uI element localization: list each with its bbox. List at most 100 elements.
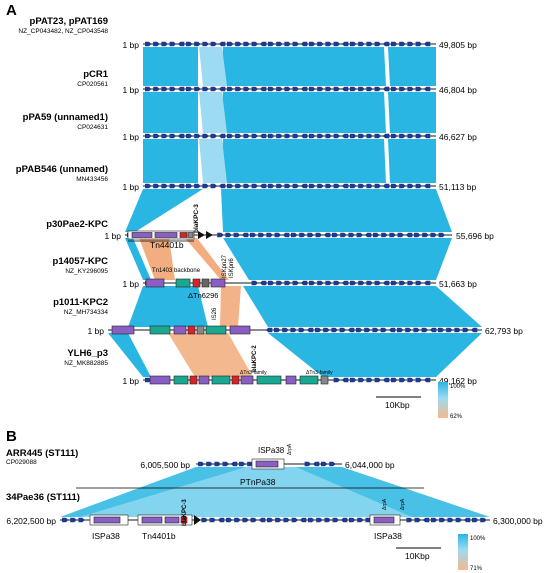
iskpn27-gene: [198, 375, 210, 385]
gene-arrow: [177, 183, 185, 189]
gene-arrow: [186, 183, 193, 189]
gene-arrow: [472, 517, 479, 523]
gene-arrow: [177, 133, 185, 139]
gene-arrow: [276, 86, 283, 92]
similarity-ribbon: [199, 139, 227, 183]
iskpn6-gene: [240, 375, 254, 385]
gene-arrow: [366, 280, 373, 286]
track-end: 6,300,000 bp: [493, 516, 543, 526]
tn3-module: [256, 375, 282, 385]
iskpn6-label: ISKpn6: [229, 258, 235, 278]
iskpn27-label: ISKpn27: [222, 254, 228, 278]
similarity-ribbon: [108, 333, 151, 377]
similarity-ribbon: [199, 92, 227, 133]
gene-arrow: [284, 280, 291, 286]
gene-arrow: [161, 133, 168, 139]
gene-arrow: [309, 183, 316, 189]
track-name: pPAT23, pPAT169: [30, 16, 108, 27]
tn3-module: [211, 375, 231, 385]
track-name: ARR445 (ST111): [6, 448, 78, 459]
track-end: 51,663 bp: [439, 279, 477, 289]
gene-arrow: [317, 41, 324, 47]
gene-arrow: [251, 133, 259, 139]
gene-arrow: [350, 183, 357, 189]
bla-kpc2-label: blaKPC-2: [252, 345, 258, 372]
track-end: 46,804 bp: [439, 85, 477, 95]
gene-arrow: [358, 41, 365, 47]
gene-arrow: [243, 86, 250, 92]
gene-arrow: [276, 183, 283, 189]
tn4401b-label: Tn4401b: [142, 531, 176, 541]
kpc-gene: [189, 375, 198, 385]
is26-gene: [320, 375, 329, 385]
gene-arrow: [350, 41, 357, 47]
gene-arrow: [358, 133, 365, 139]
gene-arrow: [230, 461, 238, 467]
iskpn27-gene: [201, 278, 210, 288]
gene-arrow: [251, 86, 259, 92]
gene-annotations-b: ISPa38 ΔrpA PTnPa38 ISPa38 Tn4401b blaKP…: [92, 443, 406, 541]
gene-arrow: [300, 86, 308, 92]
gene-arrow: [259, 133, 267, 139]
arpa-label: ΔrpA: [382, 498, 388, 510]
gene-arrow: [317, 183, 324, 189]
track-start: 6,202,500 bp: [6, 516, 56, 526]
gene-arrow: [235, 41, 242, 47]
similarity-ribbon: [221, 139, 386, 183]
gene-arrow: [309, 133, 316, 139]
track-accession: NZ_KY296095: [65, 268, 108, 275]
track-end: 6,044,000 bp: [345, 460, 395, 470]
gene-arrow: [415, 377, 423, 383]
gene-arrow: [423, 133, 431, 139]
gene-arrow: [333, 86, 341, 92]
gene-arrow: [325, 86, 332, 92]
tn3-family-label: ΔTn3-family: [306, 370, 333, 376]
similarity-ribbon: [223, 238, 452, 280]
gene-arrow: [227, 133, 234, 139]
gene-arrow: [333, 41, 341, 47]
similarity-ribbon: [143, 139, 198, 183]
track-end: 62,793 bp: [485, 326, 523, 336]
track-start: 1 bp: [122, 85, 139, 95]
gene-arrow: [341, 280, 349, 286]
kpc-gene: [179, 232, 188, 238]
gene-arrow: [382, 133, 390, 139]
gene-arrow: [407, 377, 414, 383]
scale-bar-a: 10Kbp: [376, 396, 421, 410]
gene-arrow: [366, 377, 373, 383]
gene-arrow: [341, 377, 349, 383]
gene-arrow: [407, 280, 414, 286]
similarity-ribbons-a: [108, 47, 482, 377]
gene-arrow: [169, 86, 177, 92]
bla-kpc3-label: blaKPC-3: [193, 204, 200, 233]
gene-arrow: [177, 41, 185, 47]
tn4401b-label: Tn4401b: [150, 240, 184, 250]
track-accession: CP029088: [6, 459, 37, 466]
gene-arrow: [304, 461, 312, 467]
similarity-ribbon: [143, 47, 198, 86]
track-start: 1 bp: [122, 376, 139, 386]
gene-arrow: [439, 517, 446, 523]
kpc-gene: [187, 325, 196, 335]
is26-gene: [149, 325, 171, 335]
tn3-family-label: ΔTn3-family: [240, 370, 267, 376]
gene-arrow: [309, 86, 316, 92]
track-accession: NZ_MK882885: [64, 360, 108, 367]
legend-max: 100%: [470, 536, 486, 542]
tn3-module: [173, 375, 189, 385]
gene-arrow: [331, 327, 338, 333]
gene-arrow: [266, 232, 273, 238]
gene-arrow: [251, 280, 259, 286]
gene-arrow: [358, 183, 365, 189]
gene-arrow: [209, 517, 217, 523]
gene-arrow: [233, 232, 241, 238]
gene-arrow: [284, 86, 291, 92]
gene-arrow: [298, 327, 306, 333]
gene-arrow: [153, 41, 160, 47]
gene-arrow: [397, 232, 405, 238]
gene-arrow: [329, 461, 336, 467]
gene-arrow: [405, 327, 412, 333]
gene-arrow: [423, 280, 431, 286]
gene-arrow: [317, 280, 324, 286]
gene-arrow: [446, 327, 453, 333]
